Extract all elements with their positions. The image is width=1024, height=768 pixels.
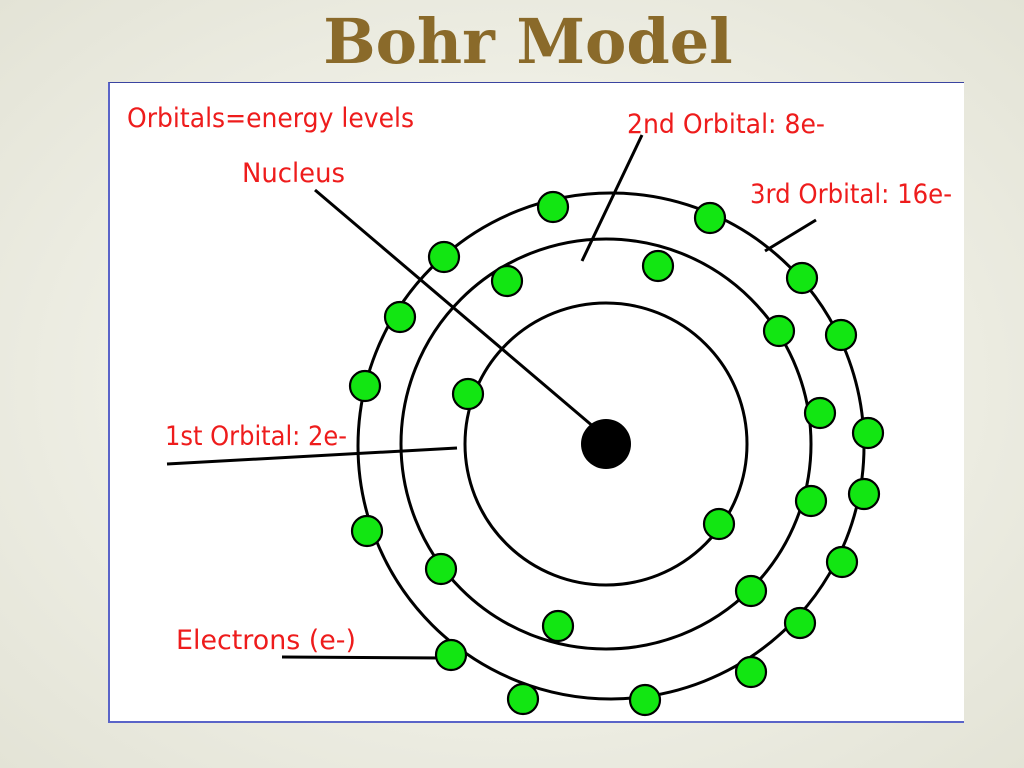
nucleus: [581, 419, 631, 469]
orbit-2-ring: [399, 237, 813, 651]
electron-orbital-3: [427, 240, 461, 274]
electron-orbital-3: [851, 416, 885, 450]
electron-orbital-3: [628, 683, 662, 717]
orbital-1-label: 1st Orbital: 2e-: [165, 421, 347, 452]
electron-orbital-1: [702, 507, 736, 541]
orbital-1-leader-line: [166, 446, 458, 466]
electron-orbital-3: [350, 514, 384, 548]
electron-orbital-2: [541, 609, 575, 643]
electron-orbital-2: [794, 484, 828, 518]
nucleus-label: Nucleus: [242, 158, 345, 189]
electrons-label: Electrons (e-): [176, 625, 356, 656]
electron-orbital-3: [785, 261, 819, 295]
bohr-diagram: Orbitals=energy levels Nucleus 2nd Orbit…: [127, 103, 952, 717]
electron-orbital-1: [451, 377, 485, 411]
electron-orbital-3: [536, 190, 570, 224]
electron-orbital-2: [641, 249, 675, 283]
nucleus-leader-line: [314, 188, 596, 430]
electrons: [348, 190, 885, 717]
bohr-diagram-panel: Orbitals=energy levels Nucleus 2nd Orbit…: [108, 82, 964, 723]
electron-orbital-3: [348, 369, 382, 403]
electron-orbital-2: [424, 552, 458, 586]
electron-orbital-2: [490, 264, 524, 298]
labels: Orbitals=energy levels Nucleus 2nd Orbit…: [127, 103, 952, 656]
electron-orbital-2: [734, 574, 768, 608]
slide-title: Bohr Model: [323, 5, 733, 78]
electron-orbital-3: [783, 606, 817, 640]
electron-orbital-3: [824, 318, 858, 352]
leader-lines: [166, 134, 817, 660]
electron-orbital-3: [383, 300, 417, 334]
electron-orbital-3: [825, 545, 859, 579]
orbital-2-leader-line: [580, 134, 644, 262]
electron-orbital-3: [734, 655, 768, 689]
orbit-1-ring: [463, 301, 749, 587]
electron-orbital-3: [506, 682, 540, 716]
orbital-3-label: 3rd Orbital: 16e-: [750, 179, 952, 210]
electron-orbital-3: [434, 638, 468, 672]
electrons-leader-line: [281, 655, 444, 660]
orbital-3-leader-line: [764, 218, 817, 253]
orbitals-note-label: Orbitals=energy levels: [127, 103, 414, 134]
electron-orbital-2: [762, 314, 796, 348]
electron-orbital-3: [693, 201, 727, 235]
electron-orbital-2: [803, 396, 837, 430]
electron-orbital-3: [847, 477, 881, 511]
orbital-2-label: 2nd Orbital: 8e-: [627, 109, 825, 140]
